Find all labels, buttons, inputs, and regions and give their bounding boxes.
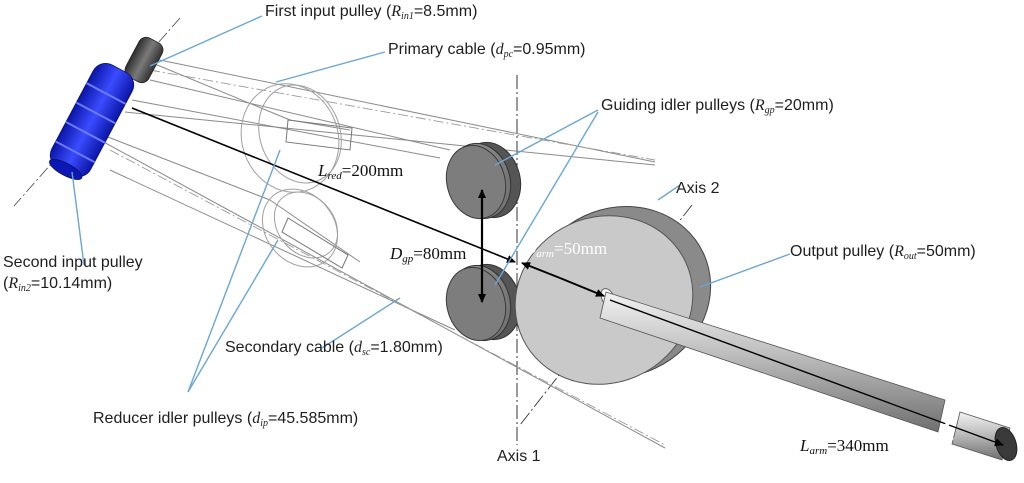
leader-secondary-cable (321, 297, 401, 349)
leader-output-pulley (699, 253, 791, 288)
primary-cable-dashed (149, 69, 656, 161)
arm-break-mark (943, 395, 959, 441)
label-axis2: Axis 2 (676, 180, 720, 197)
guiding-idler-pulley-upper (445, 141, 522, 220)
second-input-pulley (49, 62, 135, 180)
dim-l-arm: Larm=340mm (800, 436, 889, 458)
leader-reducer-idler-lower (187, 239, 279, 393)
label-second-input-pulley: Second input pulley (Rin2=10.14mm) (3, 254, 143, 294)
leader-first-input-pulley (149, 15, 263, 67)
label-guiding-idler-pulleys: Guiding idler pulleys (Rgp=20mm) (601, 97, 834, 116)
leader-lines (71, 15, 791, 393)
output-arm (599, 291, 1018, 461)
secondary-cable (94, 131, 666, 449)
leader-second-input-pulley (71, 171, 85, 266)
label-first-input-pulley: First input pulley (Rin1=8.5mm) (265, 3, 478, 22)
leader-primary-cable (275, 51, 386, 83)
l-arm-dimension-line (609, 299, 1004, 446)
l-red-dimension-line (131, 107, 516, 263)
leader-reducer-idler-upper (187, 149, 281, 393)
first-input-pulley (124, 36, 164, 84)
label-reducer-idler-pulleys: Reducer idler pulleys (dip=45.585mm) (93, 410, 359, 429)
label-primary-cable: Primary cable (dpc=0.95mm) (388, 41, 586, 60)
reducer-idler-pulley-upper (240, 83, 353, 193)
label-axis1: Axis 1 (497, 448, 541, 465)
label-secondary-cable: Secondary cable (dsc=1.80mm) (225, 339, 443, 358)
secondary-cable-dashed (109, 149, 666, 446)
dim-d-gp: Dgp=80mm (390, 244, 467, 266)
d-arm-dimension-line (521, 262, 561, 279)
dim-d-arm: Darm=50mm (524, 239, 608, 261)
leader-axis2 (657, 184, 681, 201)
leader-guiding-idler-upper (494, 109, 599, 166)
label-output-pulley: Output pulley (Rout=50mm) (790, 243, 976, 262)
leader-guiding-idler-lower (494, 111, 599, 286)
reducer-idler-pulley-lower (261, 188, 349, 269)
dim-l-red: Lred=200mm (318, 161, 404, 183)
guiding-idler-pulley-lower (445, 263, 522, 342)
